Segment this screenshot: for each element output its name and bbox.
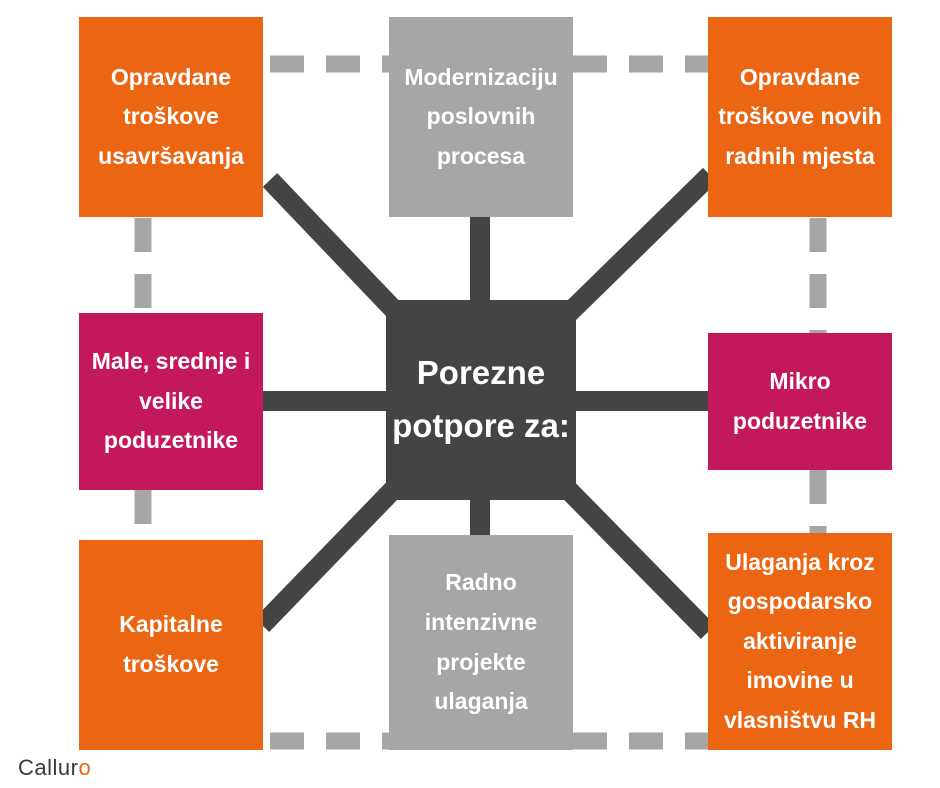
node-mid-right: Mikro poduzetnike bbox=[708, 333, 892, 470]
node-bottom-right: Ulaganja kroz gospodarsko aktiviranje im… bbox=[708, 533, 892, 750]
node-top-left: Opravdane troškove usavršavanja bbox=[79, 17, 263, 217]
node-bottom-center-label: Radno intenzivne projekte ulaganja bbox=[424, 569, 538, 715]
node-mid-left: Male, srednje i velike poduzetnike bbox=[79, 313, 263, 490]
node-bottom-left-label: Kapitalne troškove bbox=[119, 611, 223, 677]
logo-text-accent: o bbox=[78, 755, 92, 780]
node-bottom-center: Radno intenzivne projekte ulaganja bbox=[389, 535, 573, 750]
callur-logo: Calluro bbox=[18, 755, 91, 781]
node-top-center-label: Modernizaciju poslovnih procesa bbox=[404, 63, 558, 169]
node-top-right-label: Opravdane troškove novih radnih mjesta bbox=[718, 63, 882, 169]
node-mid-right-label: Mikro poduzetnike bbox=[732, 367, 868, 434]
hub-center-label: Porezne potpore za: bbox=[392, 354, 570, 444]
logo-text-main: Callur bbox=[18, 755, 79, 780]
node-bottom-right-label: Ulaganja kroz gospodarsko aktiviranje im… bbox=[723, 548, 877, 733]
node-top-center: Modernizaciju poslovnih procesa bbox=[389, 17, 573, 217]
node-bottom-left: Kapitalne troškove bbox=[79, 540, 263, 750]
node-mid-left-label: Male, srednje i velike poduzetnike bbox=[91, 348, 251, 454]
hub-center: Porezne potpore za: bbox=[386, 300, 576, 500]
node-top-left-label: Opravdane troškove usavršavanja bbox=[98, 63, 244, 169]
node-top-right: Opravdane troškove novih radnih mjesta bbox=[708, 17, 892, 217]
